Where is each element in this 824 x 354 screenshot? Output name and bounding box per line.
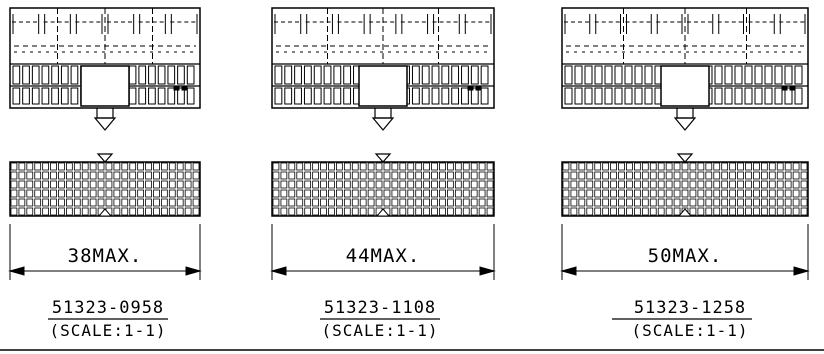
part-number-3: 51323-1258: [634, 298, 746, 318]
scale-label-3: (SCALE:1-1): [632, 321, 749, 340]
front-view-1: [9, 153, 201, 217]
front-view-3: [561, 153, 809, 217]
part-number-2: 51323-1108: [324, 298, 436, 318]
side-view-3: [561, 7, 809, 131]
dimension-line-1: [8, 224, 202, 280]
connector-view-2: 44MAX. 51323-1108 (SCALE:1-1): [270, 7, 496, 340]
dimension-line-3: [560, 224, 810, 280]
connector-view-1: 38MAX. 51323-0958 (SCALE:1-1): [8, 7, 202, 340]
scale-label-1: (SCALE:1-1): [50, 321, 167, 340]
side-view-2: [271, 7, 495, 131]
side-view-1: [9, 7, 201, 131]
scale-label-2: (SCALE:1-1): [322, 321, 439, 340]
dimension-line-2: [270, 224, 496, 280]
front-view-2: [271, 153, 495, 217]
connector-view-3: 50MAX. 51323-1258 (SCALE:1-1): [560, 7, 810, 340]
dimension-label-3: 50MAX.: [648, 245, 723, 267]
dimension-label-2: 44MAX.: [346, 245, 421, 267]
dimension-label-1: 38MAX.: [68, 245, 143, 267]
part-number-1: 51323-0958: [52, 298, 164, 318]
